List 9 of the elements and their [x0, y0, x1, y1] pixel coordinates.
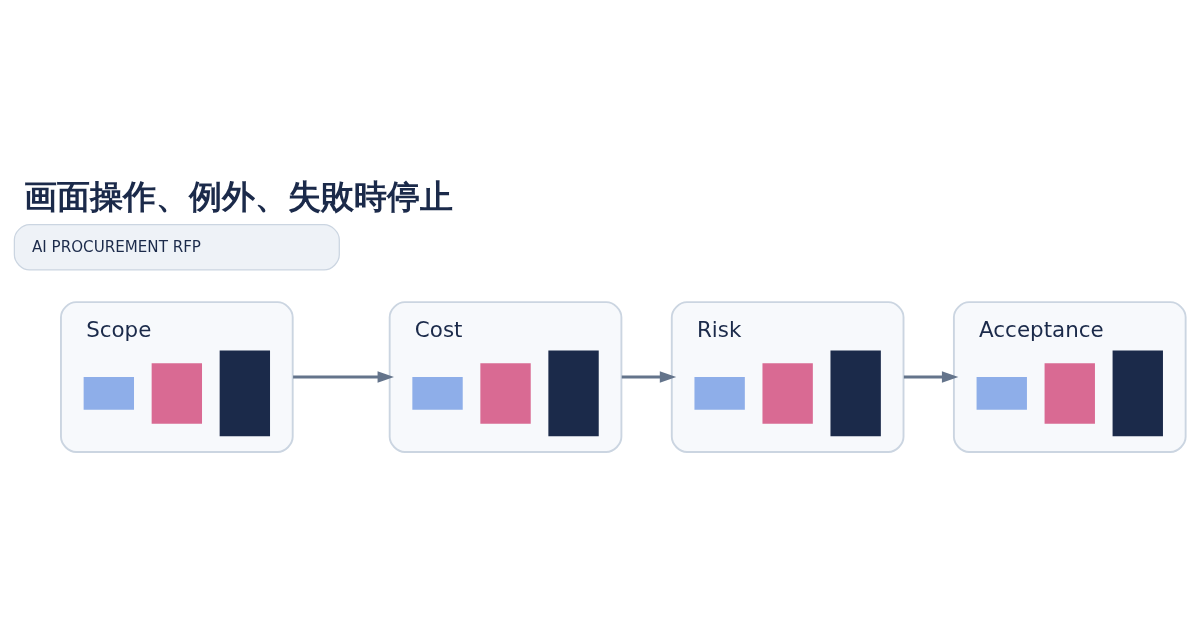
diagram-title: 画面操作、例外、失敗時停止 — [24, 178, 454, 217]
node-box: Acceptance — [952, 301, 1187, 453]
node-box: AI PROCUREMENT RFP — [13, 224, 340, 271]
arrow — [621, 371, 677, 383]
arrow — [293, 371, 394, 383]
arrow — [903, 371, 959, 383]
node-box: Cost — [388, 301, 623, 453]
node-box: Scope — [60, 301, 294, 453]
node-box: Risk — [670, 301, 905, 453]
